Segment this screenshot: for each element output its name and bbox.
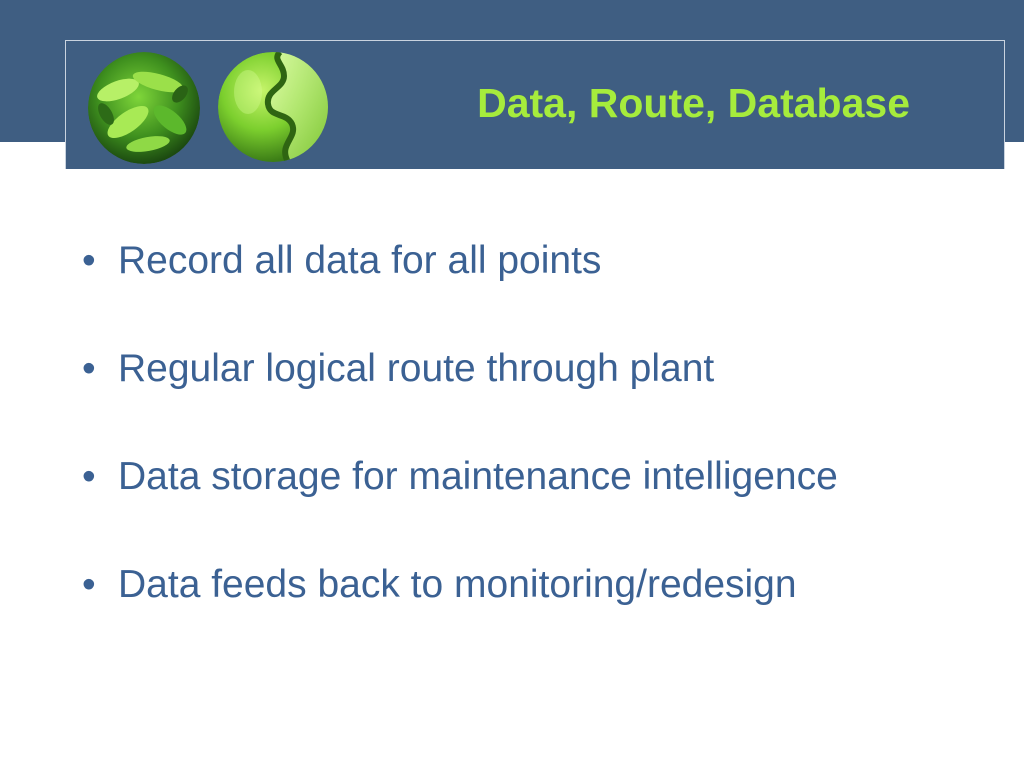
bullet-list: • Record all data for all points • Regul… <box>82 236 1012 668</box>
green-puzzle-orb-image <box>218 52 328 162</box>
bullet-marker: • <box>82 239 96 282</box>
list-item: • Regular logical route through plant <box>82 344 1012 452</box>
bullet-marker: • <box>82 455 96 498</box>
slide-title: Data, Route, Database <box>477 80 910 126</box>
bullet-marker: • <box>82 563 96 606</box>
list-item: • Record all data for all points <box>82 236 1012 344</box>
bullet-text: Record all data for all points <box>118 239 602 282</box>
bullet-text: Data feeds back to monitoring/redesign <box>118 563 797 606</box>
bullet-text: Regular logical route through plant <box>118 347 715 390</box>
bullet-text: Data storage for maintenance intelligenc… <box>118 455 838 498</box>
list-item: • Data storage for maintenance intellige… <box>82 452 1012 560</box>
green-leaves-orb-image <box>88 52 200 164</box>
bullet-marker: • <box>82 347 96 390</box>
list-item: • Data feeds back to monitoring/redesign <box>82 560 1012 668</box>
